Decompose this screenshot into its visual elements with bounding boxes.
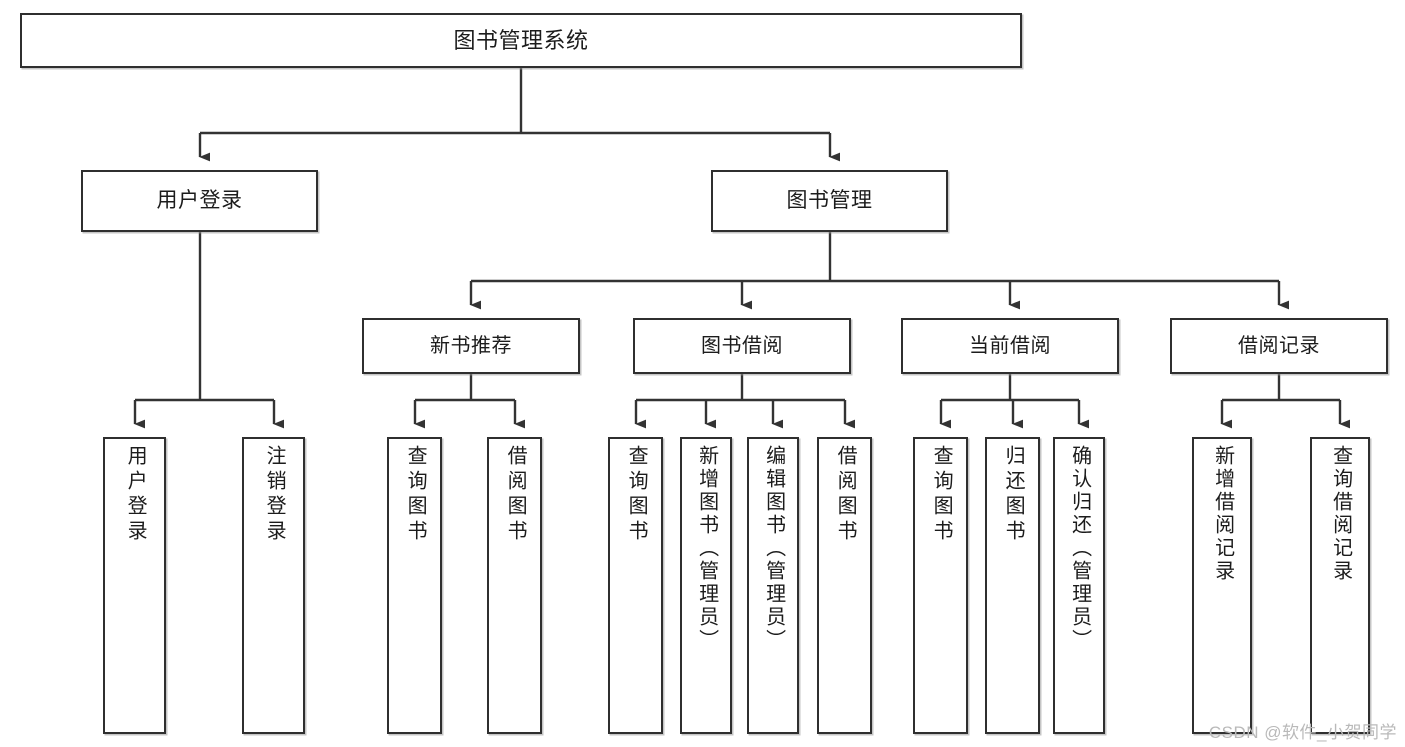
node-label-leaf-edit-book: 编辑图书（管理员）: [762, 445, 785, 652]
node-leaf-return-book[interactable]: 归还图书: [985, 437, 1040, 734]
node-leaf-add-record[interactable]: 新增借阅记录: [1192, 437, 1252, 734]
node-leaf-borrow-book-bb[interactable]: 借阅图书: [817, 437, 872, 734]
node-label-user-login: 用户登录: [156, 188, 243, 212]
node-label-leaf-query-book-nb: 查询图书: [404, 445, 427, 545]
node-current-borrow[interactable]: 当前借阅: [901, 318, 1119, 374]
node-label-borrow-record: 借阅记录: [1238, 334, 1320, 357]
node-leaf-query-book-cb[interactable]: 查询图书: [913, 437, 968, 734]
node-user-login[interactable]: 用户登录: [81, 170, 318, 232]
node-label-leaf-query-book-cb: 查询图书: [930, 445, 953, 545]
node-label-leaf-logout: 注销登录: [263, 445, 286, 545]
node-label-leaf-borrow-book-bb: 借阅图书: [834, 445, 857, 545]
node-book-manage[interactable]: 图书管理: [711, 170, 948, 232]
node-label-leaf-return-book: 归还图书: [1002, 445, 1025, 545]
node-label-leaf-confirm-return: 确认归还（管理员）: [1068, 445, 1091, 652]
node-leaf-add-book[interactable]: 新增图书（管理员）: [680, 437, 732, 734]
node-label-current-borrow: 当前借阅: [969, 334, 1051, 357]
node-borrow-record[interactable]: 借阅记录: [1170, 318, 1388, 374]
node-label-book-manage: 图书管理: [786, 188, 873, 212]
node-label-leaf-borrow-book-nb: 借阅图书: [504, 445, 527, 545]
node-label-leaf-add-record: 新增借阅记录: [1211, 445, 1234, 583]
node-leaf-query-record[interactable]: 查询借阅记录: [1310, 437, 1370, 734]
node-leaf-user-login[interactable]: 用户登录: [103, 437, 166, 734]
node-label-leaf-query-book-bb: 查询图书: [625, 445, 648, 545]
node-root[interactable]: 图书管理系统: [20, 13, 1022, 68]
node-leaf-query-book-nb[interactable]: 查询图书: [387, 437, 442, 734]
node-label-new-book-recommend: 新书推荐: [430, 334, 512, 357]
node-label-leaf-query-record: 查询借阅记录: [1329, 445, 1352, 583]
node-new-book-recommend[interactable]: 新书推荐: [362, 318, 580, 374]
node-book-borrow[interactable]: 图书借阅: [633, 318, 851, 374]
node-label-leaf-user-login: 用户登录: [124, 445, 147, 545]
node-leaf-edit-book[interactable]: 编辑图书（管理员）: [747, 437, 799, 734]
node-leaf-borrow-book-nb[interactable]: 借阅图书: [487, 437, 542, 734]
node-leaf-confirm-return[interactable]: 确认归还（管理员）: [1053, 437, 1105, 734]
node-leaf-query-book-bb[interactable]: 查询图书: [608, 437, 663, 734]
node-label-book-borrow: 图书借阅: [701, 334, 783, 357]
node-label-leaf-add-book: 新增图书（管理员）: [695, 445, 718, 652]
node-label-root: 图书管理系统: [453, 27, 589, 53]
node-leaf-logout[interactable]: 注销登录: [242, 437, 305, 734]
